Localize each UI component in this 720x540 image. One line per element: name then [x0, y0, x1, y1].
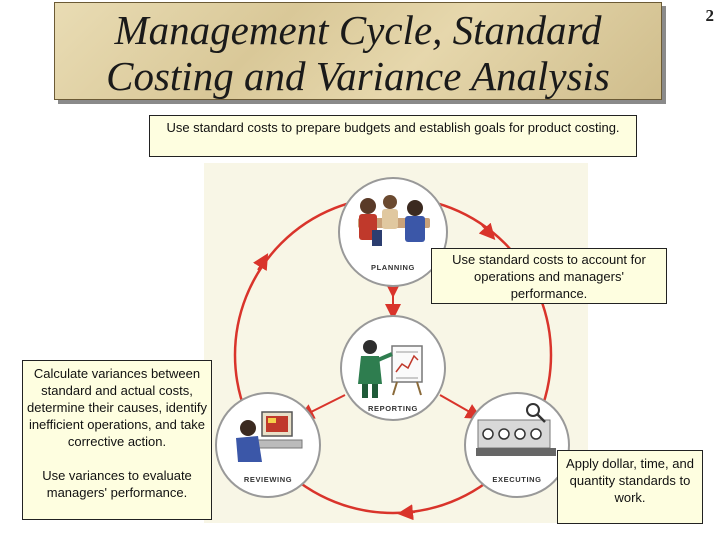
title-line-2: Costing and Variance Analysis — [106, 53, 610, 99]
note-account: Use standard costs to account for operat… — [431, 248, 667, 304]
note-evaluate-text: Use variances to evaluate managers' perf… — [42, 468, 192, 500]
ring-arrow-planning — [478, 222, 496, 240]
reviewing-label: REVIEWING — [244, 475, 292, 484]
note-budgets: Use standard costs to prepare budgets an… — [149, 115, 637, 157]
note-variances: Calculate variances between standard and… — [22, 360, 212, 520]
reporting-label: REPORTING — [368, 404, 418, 413]
executing-node: EXECUTING — [464, 392, 570, 498]
planning-node: PLANNING — [338, 177, 448, 287]
ring-arrow-executing — [397, 504, 416, 521]
executing-label: EXECUTING — [492, 475, 541, 484]
title-banner: Management Cycle, Standard Costing and V… — [54, 2, 662, 100]
page-number: 2 — [705, 6, 715, 25]
reporting-node: REPORTING — [340, 315, 446, 421]
spoke-reviewing — [297, 394, 346, 419]
title-line-1: Management Cycle, Standard — [114, 7, 602, 53]
ring-arrow-reviewing — [253, 253, 269, 271]
note-variances-text: Calculate variances between standard and… — [27, 366, 207, 449]
spoke-executing — [439, 394, 482, 419]
page-title: Management Cycle, Standard Costing and V… — [55, 7, 661, 99]
note-apply: Apply dollar, time, and quantity standar… — [557, 450, 703, 524]
planning-label: PLANNING — [371, 263, 415, 272]
reviewing-node: REVIEWING — [215, 392, 321, 498]
